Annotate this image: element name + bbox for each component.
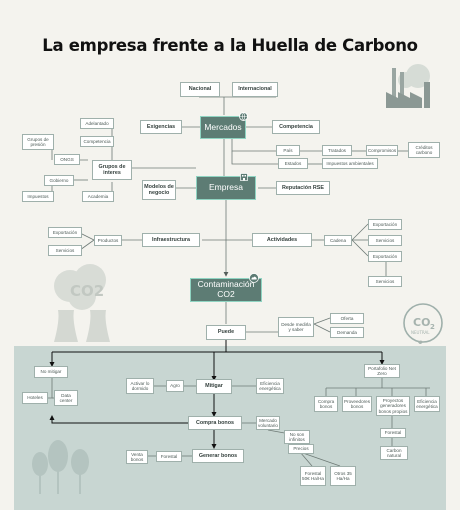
node-data-center: Data center [54,390,78,406]
node-pais: País [276,145,300,156]
node-exigencias: Exigencias [140,120,182,134]
node-exportacion-r2: Exportación [368,251,402,262]
neutral-text: NEUTRAL [411,330,430,335]
co2-cloud-text: CO2 [70,282,104,300]
node-productos: Productos [94,235,122,246]
globe-icon [239,112,248,121]
node-servicios-r2: Servicios [368,276,402,287]
cloud-icon [249,273,259,283]
node-infraestructura: Infraestructura [142,233,200,247]
node-activar-dormido: Activar lo dormido [126,378,154,394]
node-grupos-interes: Grupos de interes [92,160,132,180]
node-desde-medirla: Desde medirla y saber [278,317,314,337]
node-compra-bonos: Compra bonos [188,416,242,430]
node-academia: Academia [82,191,114,202]
node-ongs: ONGS [54,154,80,165]
node-compromisos: Compromisos [366,145,398,156]
building-icon [240,173,248,181]
node-servicios-r1: Servicios [368,235,402,246]
node-puede: Puede [206,325,246,340]
factory-icon [386,64,430,108]
co2-neutral-badge: CO 2 NEUTRAL [403,303,443,344]
node-oferta: Oferta [330,313,364,324]
node-competencia: Competencia [272,120,320,134]
node-compra-bonos-small: Compra bonos [314,396,338,412]
node-internacional: Internacional [232,82,278,97]
node-servicios-left: Servicios [48,245,82,256]
node-demanda: Demanda [330,327,364,338]
node-mercados: Mercados [200,116,246,139]
node-competencia-2: Competencia [80,136,114,147]
node-reputacion: Reputación RSE [276,181,330,195]
node-eficiencia-energetica-2: Eficiencia energética [414,396,440,412]
node-mitigar: Mitigar [196,379,232,394]
node-agro: Agro [166,380,184,392]
node-actividades: Actividades [252,233,312,247]
node-exportacion-r1: Exportación [368,219,402,230]
node-modelos-negocio: Modelos de negocio [142,180,176,200]
node-venta-bonos: Venta bonos [126,450,148,464]
node-exportacion-left: Exportación [48,227,82,238]
node-impuestos-ambientales: Impuestos ambientales [322,158,378,169]
node-portafolio: Portafolio Net Zero [364,364,400,378]
node-carbon-natural: Carbon natural [380,446,408,460]
node-forestal-left: Forestal [156,451,182,462]
node-cadena: Cadena [324,235,352,246]
trees-icon [32,440,89,494]
co2-cloud-factory-icon: CO2 [54,264,110,342]
node-gobierno: Gobierno [44,175,74,186]
node-forestal-right: Forestal [380,428,406,438]
node-grupos-presion: Grupos de presión [22,134,54,150]
node-estados: Estados [278,158,308,169]
node-generar-bonos: Generar bonos [192,449,244,463]
node-forestal-price: Forestal 50€ Ha/Ha [300,466,326,486]
node-hoteles: Hoteles [22,392,48,404]
node-no-mitigar: No mitigar [34,366,68,378]
co2-neutral-text: CO [413,316,430,329]
node-nacional: Nacional [180,82,220,97]
node-contaminacion: Contaminación CO2 [190,278,262,302]
node-no-son-infinitos: No son infinitos [284,430,310,444]
node-otros-price: Otros 35 Ha/Ha [330,466,356,486]
node-mercado-voluntario: Mercado voluntario [256,416,280,430]
node-creditos-carbono: Créditos carbono [408,142,440,158]
page-title: La empresa frente a la Huella de Carbono [42,36,418,55]
co2-neutral-sub: 2 [430,323,435,331]
node-precios: Precios [288,444,314,454]
node-impuestos: Impuestos [22,191,54,202]
node-proyectos-generadores: Proyectos generadores bonos propios [376,396,410,416]
node-proveedores-bonos: Proveedores bonos [342,396,372,412]
node-tratados: Tratados [322,145,352,156]
node-adelantado: Adelantado [80,118,114,129]
node-eficiencia-energetica: Eficiencia energética [256,378,284,394]
